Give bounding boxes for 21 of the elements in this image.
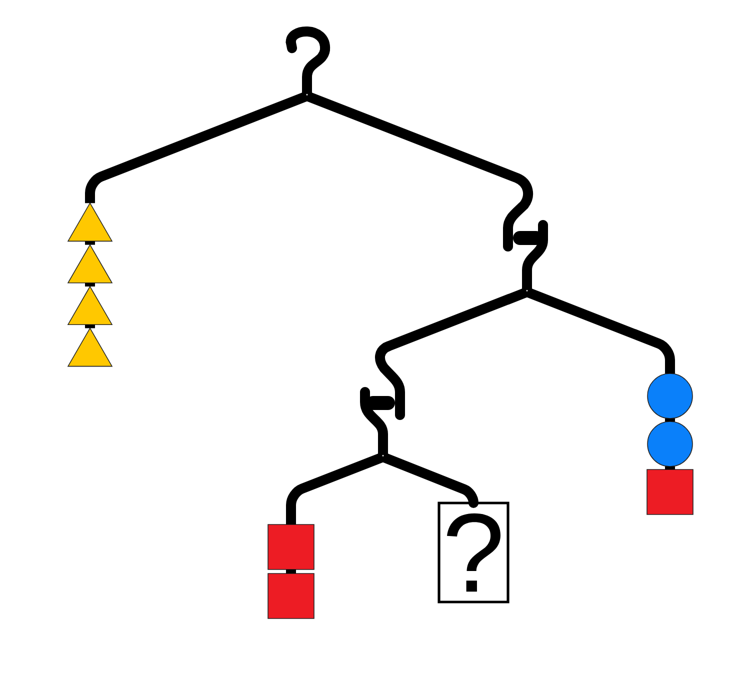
circle [647,373,693,419]
square [268,573,314,619]
hanger-arm [286,452,385,524]
wire [85,282,95,286]
hanger-hook [503,220,548,290]
hanger-arm [85,91,309,204]
hanger-arm [525,287,675,374]
wire [85,324,95,328]
square [268,524,314,570]
hanger-arm [381,452,478,508]
square [646,469,694,515]
wire [85,241,95,245]
hanger-arm [305,91,533,246]
wire [665,418,675,422]
question-mark-box: ? [438,502,510,604]
hanger-hook [286,26,330,94]
wire [665,466,675,470]
wire [286,570,296,574]
hanger-arm [375,287,529,415]
circle [647,421,693,467]
hanger-hook [360,387,405,455]
